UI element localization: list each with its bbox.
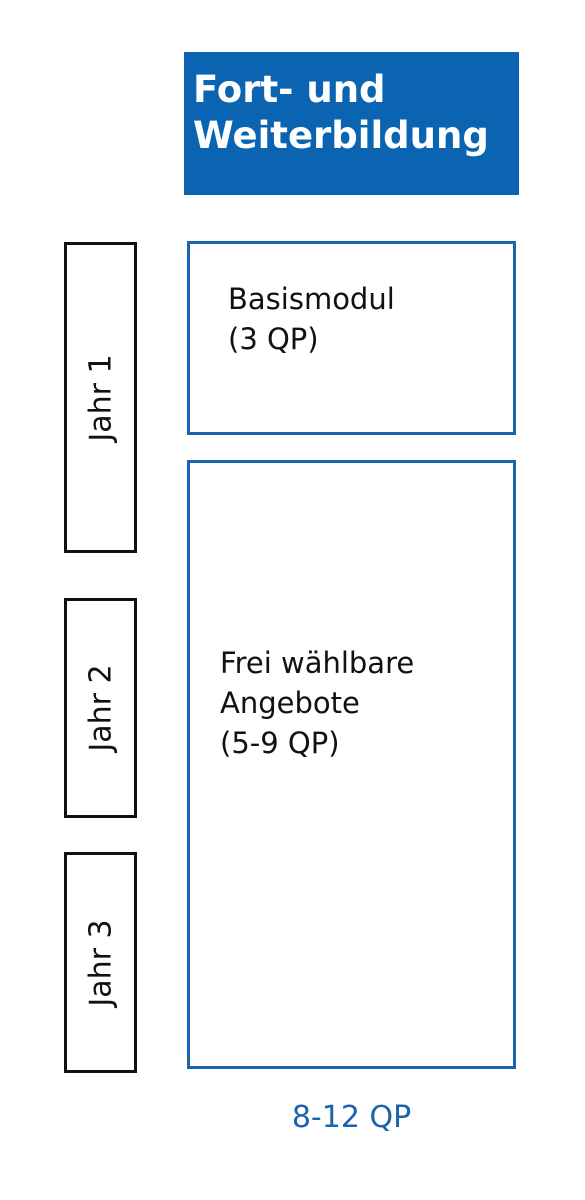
basismodul-credits: (3 QP) bbox=[228, 322, 319, 356]
frei-waehlbare-credits: (5-9 QP) bbox=[220, 726, 340, 760]
year-2-label: Jahr 2 bbox=[83, 664, 118, 752]
year-3-label: Jahr 3 bbox=[83, 918, 118, 1007]
header-title-line-1: Fort- und bbox=[193, 68, 386, 111]
frei-waehlbare-angebote-text: Frei wählbare Angebote (5-9 QP) bbox=[220, 643, 414, 763]
year-1-label: Jahr 1 bbox=[83, 353, 118, 442]
header-title-box: Fort- und Weiterbildung bbox=[184, 52, 519, 195]
total-credits: 8-12 QP bbox=[291, 1100, 412, 1135]
frei-waehlbare-title-line-1: Frei wählbare bbox=[220, 646, 415, 680]
basismodul-title: Basismodul bbox=[228, 282, 395, 316]
year-3-box: Jahr 3 bbox=[64, 852, 137, 1073]
year-2-box: Jahr 2 bbox=[64, 598, 137, 818]
header-title-line-2: Weiterbildung bbox=[193, 114, 489, 157]
year-1-box: Jahr 1 bbox=[64, 242, 137, 553]
basismodul-text: Basismodul (3 QP) bbox=[228, 279, 395, 359]
basismodul-box: Basismodul (3 QP) bbox=[187, 241, 516, 435]
frei-waehlbare-title-line-2: Angebote bbox=[220, 686, 360, 720]
frei-waehlbare-angebote-box: Frei wählbare Angebote (5-9 QP) bbox=[187, 460, 516, 1069]
